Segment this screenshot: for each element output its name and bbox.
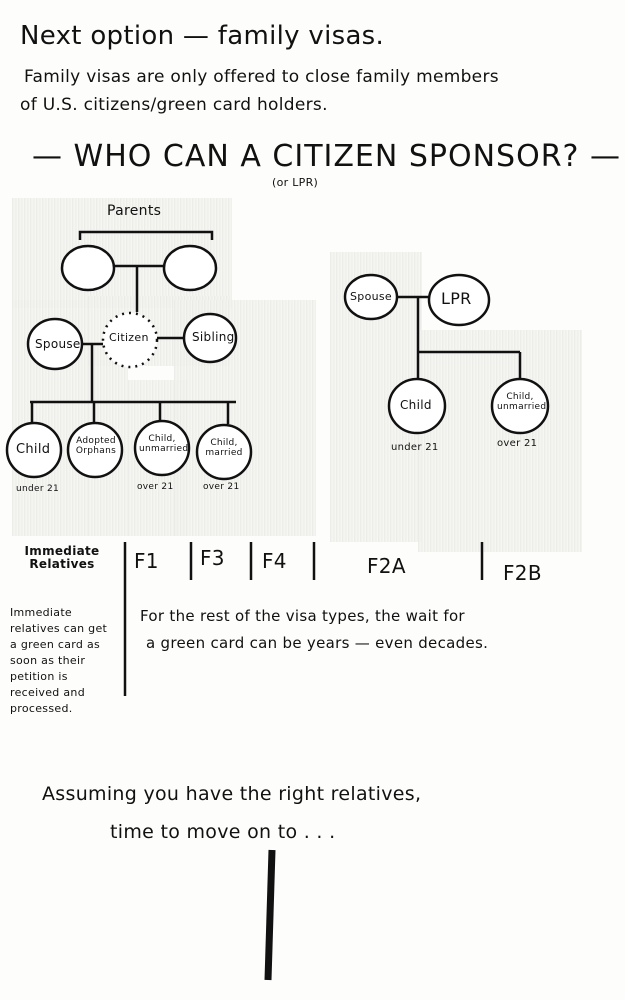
child-unmarried-circle [133,419,191,477]
category-f3: F3 [200,546,225,570]
category-f2b: F2B [503,561,542,585]
child-married-circle [195,423,253,481]
lpr-label: LPR [441,289,472,308]
lpr-child-circle [387,377,447,435]
lpr-spouse-label: Spouse [350,290,392,303]
diagram-subtitle: (or LPR) [272,176,319,189]
child-unmarried-label: Child, unmarried [139,434,189,454]
child-unmarried-age-label: over 21 [137,482,174,492]
closing-line-1: Assuming you have the right relatives, [42,783,422,805]
lpr-child-unmarried-age-label: over 21 [497,438,538,449]
rest-note-line-2: a green card can be years — even decades… [146,634,489,652]
category-f4: F4 [262,549,287,573]
shade-lpr-children [418,330,582,552]
citizen-circle [101,311,159,369]
lpr-child-unmarried-label: Child, unmarried [497,392,547,412]
child-married-age-label: over 21 [203,482,240,492]
parent-1-circle [60,244,116,292]
lpr-child-label: Child [400,398,432,412]
header-line-3: of U.S. citizens/green card holders. [20,95,328,115]
parents-bracket [78,230,214,240]
child-age-label: under 21 [16,484,60,494]
adopted-orphans-circle [66,421,124,479]
lpr-child-unmarried-circle [490,377,550,435]
header-line-1: Next option — family visas. [20,21,385,51]
closing-line-2: time to move on to . . . [110,821,336,843]
sibling-label: Sibling [192,330,235,344]
adopted-orphans-label: Adopted Orphans [75,436,117,456]
category-f2a: F2A [367,554,406,578]
header-line-2: Family visas are only offered to close f… [24,67,499,87]
child-married-label: Child, married [205,438,243,458]
spouse-label: Spouse [35,337,81,351]
category-f1: F1 [134,549,159,573]
parents-label: Parents [107,203,162,219]
category-immediate-relatives: Immediate Relatives [24,544,100,572]
lpr-circle [427,273,491,327]
child-label: Child [16,442,51,457]
child-circle [5,421,63,479]
diagram-title: — WHO CAN A CITIZEN SPONSOR? — [32,139,622,174]
pen-stroke [264,849,276,981]
lpr-child-age-label: under 21 [391,442,439,453]
immediate-relatives-note: Immediate relatives can get a green card… [10,606,108,715]
parent-2-circle [162,244,218,292]
citizen-label: Citizen [109,331,149,344]
rest-note-line-1: For the rest of the visa types, the wait… [140,607,465,625]
